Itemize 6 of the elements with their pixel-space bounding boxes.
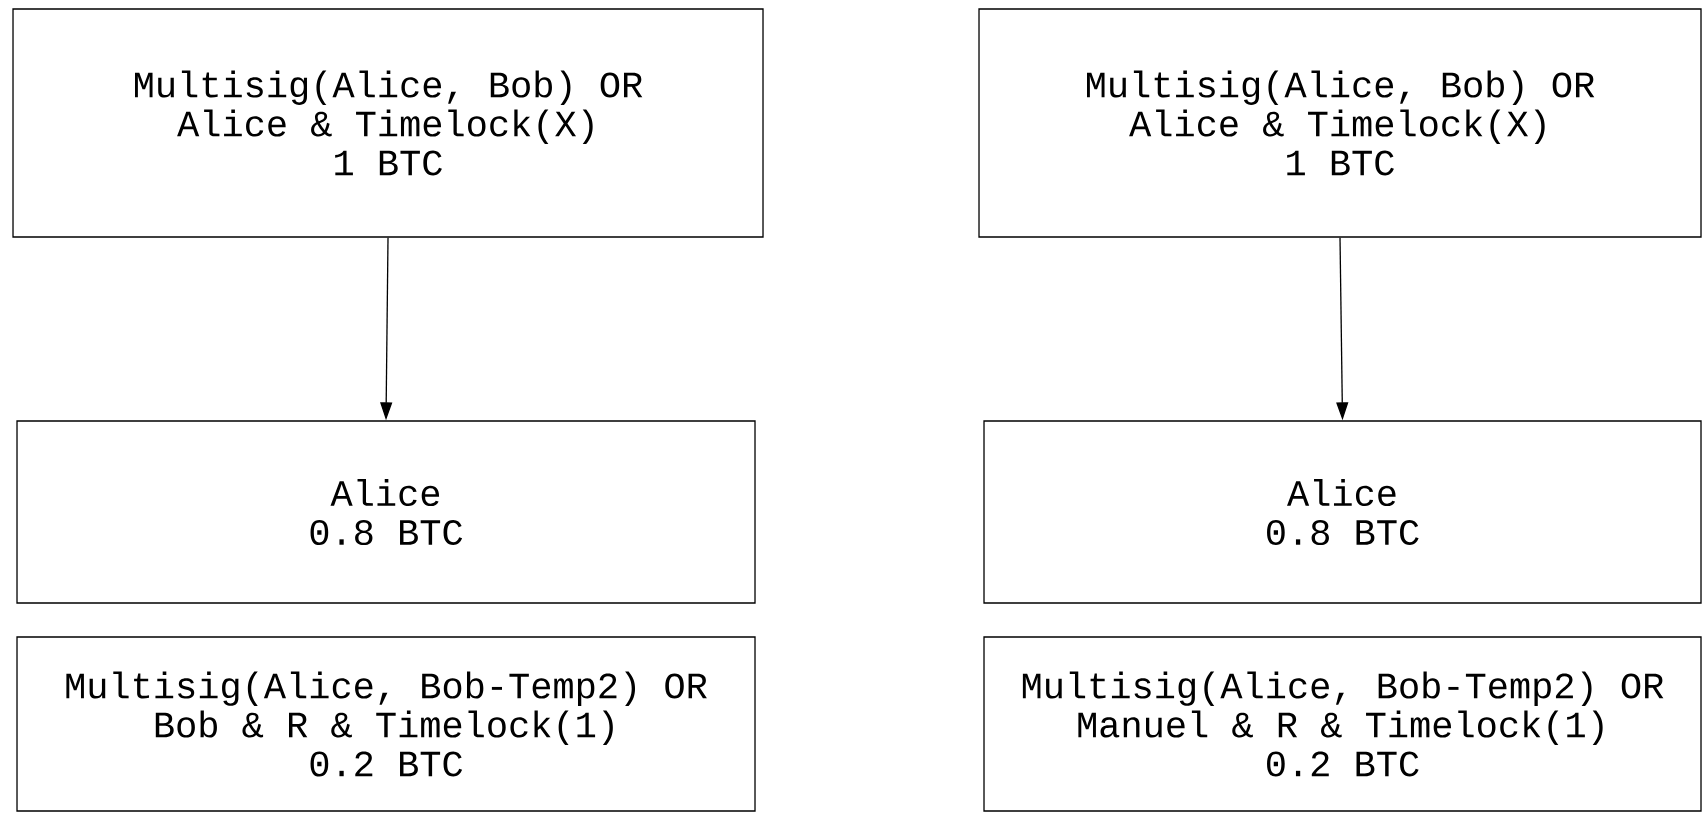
- text-box: Alice 0.8 BTC: [983, 420, 1702, 604]
- text-box: Multisig(Alice, Bob) OR Alice & Timelock(X) 1 BTC: [978, 8, 1702, 238]
- text-box: Multisig(Alice, Bob-Temp2) OR Bob & R & Timelock(1) 0.2 BTC: [16, 636, 756, 812]
- text-box: Multisig(Alice, Bob-Temp2) OR Manuel & R & Timelock(1) 0.2 BTC: [983, 636, 1702, 812]
- text-box: Alice 0.8 BTC: [16, 420, 756, 604]
- text-box: Multisig(Alice, Bob) OR Alice & Timelock(X) 1 BTC: [12, 8, 764, 238]
